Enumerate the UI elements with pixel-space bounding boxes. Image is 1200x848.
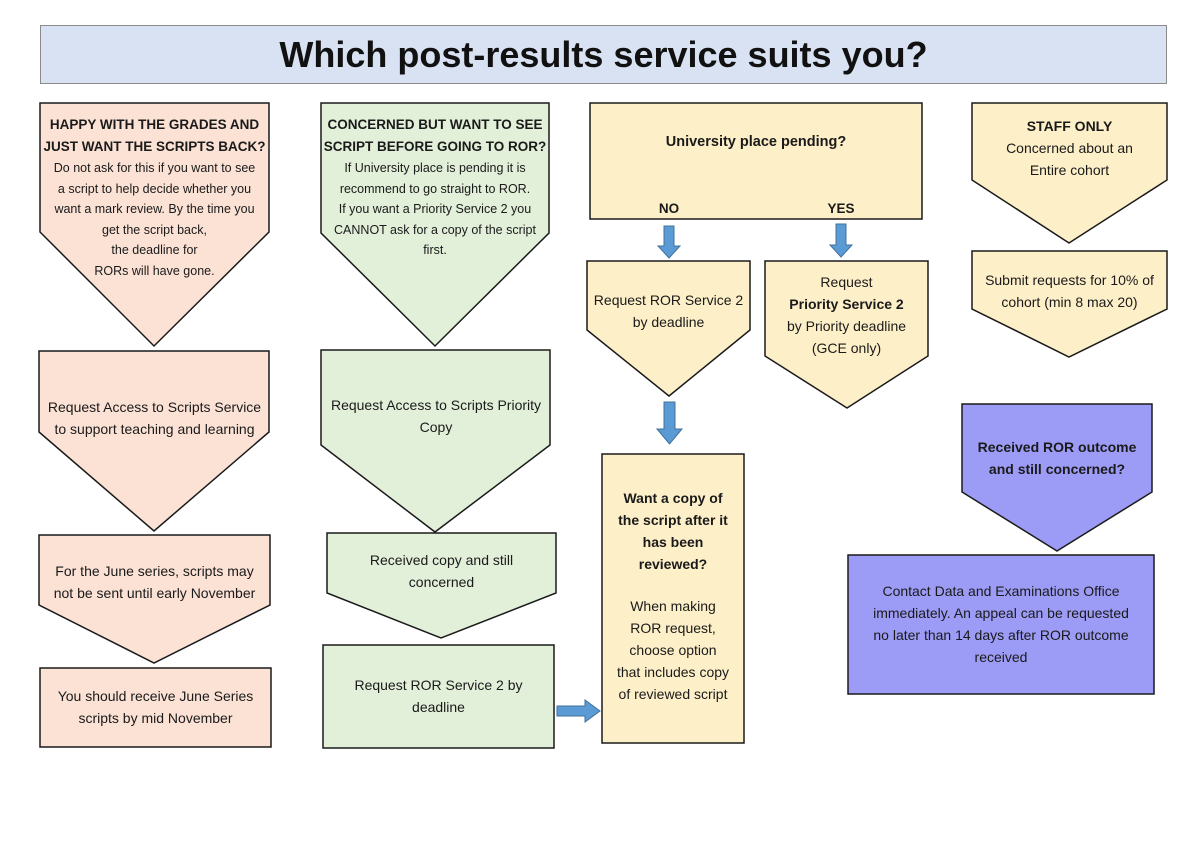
col1-body-line: want a mark review. By the time you: [54, 202, 255, 216]
arrow-down-no: [656, 225, 682, 259]
contact-line: received: [974, 649, 1028, 665]
col2-body-line: recommend to go straight to ROR.: [339, 181, 531, 196]
arrow-down-yes: [828, 223, 854, 258]
copy-heading-line: reviewed?: [638, 556, 708, 572]
submit-requests-shape: [971, 250, 1168, 358]
col1-step3-line: For the June series, scripts may: [55, 563, 254, 579]
col1-body-line: Do not ask for this if you want to see: [53, 161, 256, 175]
col2-step3-line: concerned: [408, 574, 475, 590]
col2-heading-shape: [320, 102, 550, 348]
col1-heading-line1: HAPPY WITH THE GRADES AND: [49, 117, 260, 132]
col1-heading-shape: [39, 102, 270, 348]
copy-heading-line: Want a copy of: [623, 490, 723, 506]
no-box-text: Request ROR Service 2 by deadline: [587, 289, 750, 333]
col2-step4-text: Request ROR Service 2 by deadline: [323, 674, 554, 718]
staff-only-shape: [971, 102, 1168, 244]
yes-box-line: by Priority deadline: [786, 318, 907, 334]
col1-heading-text: HAPPY WITH THE GRADES AND JUST WANT THE …: [42, 114, 267, 281]
col2-heading-line2: SCRIPT BEFORE GOING TO ROR?: [323, 139, 547, 154]
copy-heading-line: the script after it: [618, 512, 728, 528]
copy-body-line: ROR request,: [630, 620, 716, 636]
col1-step3-text: For the June series, scripts may not be …: [40, 560, 269, 604]
title-banner: Which post-results service suits you?: [40, 25, 1167, 84]
col1-heading-line2: JUST WANT THE SCRIPTS BACK?: [43, 139, 266, 154]
contact-office-text: Contact Data and Examinations Office imm…: [848, 580, 1154, 668]
col1-step2-text: Request Access to Scripts Service to sup…: [40, 396, 269, 440]
col1-step3-shape: [38, 534, 271, 664]
col1-step2-shape: [38, 350, 270, 532]
col1-body-line: the deadline for: [111, 243, 198, 257]
university-question-text: University place pending?: [665, 134, 847, 150]
col2-step4-line: deadline: [412, 699, 465, 715]
staff-line: Concerned about an: [1006, 140, 1133, 156]
col2-step2-shape: [320, 349, 551, 533]
col1-step2-line: Request Access to Scripts Service: [47, 399, 262, 415]
col2-step2-line: Copy: [419, 419, 453, 435]
outcome-question-shape: [961, 403, 1153, 552]
yes-box-shape: [764, 260, 929, 409]
col1-body-line: a script to help decide whether you: [57, 181, 252, 196]
staff-heading: STAFF ONLY: [1026, 118, 1113, 134]
submit-line: cohort (min 8 max 20): [1001, 294, 1138, 310]
col2-step3-shape: [326, 532, 557, 639]
col2-step4-line: Request ROR Service 2 by: [354, 677, 523, 693]
col2-body-line: first.: [423, 243, 447, 257]
contact-line: no later than 14 days after ROR outcome: [873, 627, 1129, 643]
copy-body-line: of reviewed script: [618, 686, 728, 702]
no-box-shape: [586, 260, 751, 397]
col2-body-line: If you want a Priority Service 2 you: [338, 202, 532, 216]
col2-step2-line: Request Access to Scripts Priority: [330, 397, 542, 413]
col2-step2-text: Request Access to Scripts Priority Copy: [322, 394, 550, 438]
col2-step4-shape: [322, 644, 555, 749]
spacer: [602, 575, 744, 595]
staff-line: Entire cohort: [1029, 162, 1110, 178]
copy-question-text: Want a copy of the script after it has b…: [602, 487, 744, 705]
submit-requests-text: Submit requests for 10% of cohort (min 8…: [972, 269, 1167, 313]
no-label: NO: [658, 201, 680, 216]
arrow-down-to-copy: [655, 401, 684, 445]
no-box-line: by deadline: [632, 314, 705, 330]
staff-only-text: STAFF ONLY Concerned about an Entire coh…: [972, 115, 1167, 181]
copy-question-shape: [601, 453, 745, 744]
col2-body-line: If University place is pending it is: [344, 161, 526, 175]
copy-heading-line: has been: [642, 534, 704, 550]
yes-box-priority: Priority Service 2: [789, 296, 904, 312]
arrow-right-to-copy: [556, 699, 601, 723]
copy-body-line: that includes copy: [616, 664, 730, 680]
outcome-line: Received ROR outcome: [977, 439, 1137, 455]
yes-box-line: (GCE only): [811, 340, 882, 356]
contact-office-shape: [847, 554, 1155, 695]
yes-box-text: Request Priority Service 2 by Priority d…: [765, 271, 928, 359]
col2-step3-text: Received copy and still concerned: [327, 549, 556, 593]
col1-step4-text: You should receive June Series scripts b…: [40, 685, 271, 729]
contact-line: Contact Data and Examinations Office: [882, 583, 1120, 599]
outcome-question-text: Received ROR outcome and still concerned…: [962, 436, 1152, 480]
col2-heading-line1: CONCERNED BUT WANT TO SEE: [327, 117, 543, 132]
col2-body-line: CANNOT ask for a copy of the script: [334, 222, 536, 237]
no-box-line: Request ROR Service 2: [593, 292, 744, 308]
col2-step3-line: Received copy and still: [369, 552, 514, 568]
copy-body-line: When making: [630, 598, 716, 614]
contact-line: immediately. An appeal can be requested: [873, 605, 1129, 621]
outcome-line: and still concerned?: [988, 461, 1126, 477]
copy-body-line: choose option: [629, 642, 717, 658]
col1-step4-shape: [39, 667, 272, 748]
page-title: Which post-results service suits you?: [279, 33, 928, 75]
col1-step4-line: scripts by mid November: [78, 710, 233, 726]
yes-box-line: Request: [820, 274, 873, 290]
col1-step2-line: to support teaching and learning: [54, 421, 255, 437]
col2-heading-text: CONCERNED BUT WANT TO SEE SCRIPT BEFORE …: [322, 114, 548, 261]
yes-label: YES: [827, 201, 855, 216]
col1-body-line: get the script back,: [102, 222, 207, 237]
col1-body-line: RORs will have gone.: [94, 263, 215, 278]
col1-step4-line: You should receive June Series: [57, 688, 254, 704]
col1-step3-line: not be sent until early November: [53, 585, 256, 601]
university-question-shape: [589, 102, 923, 220]
submit-line: Submit requests for 10% of: [985, 272, 1154, 288]
